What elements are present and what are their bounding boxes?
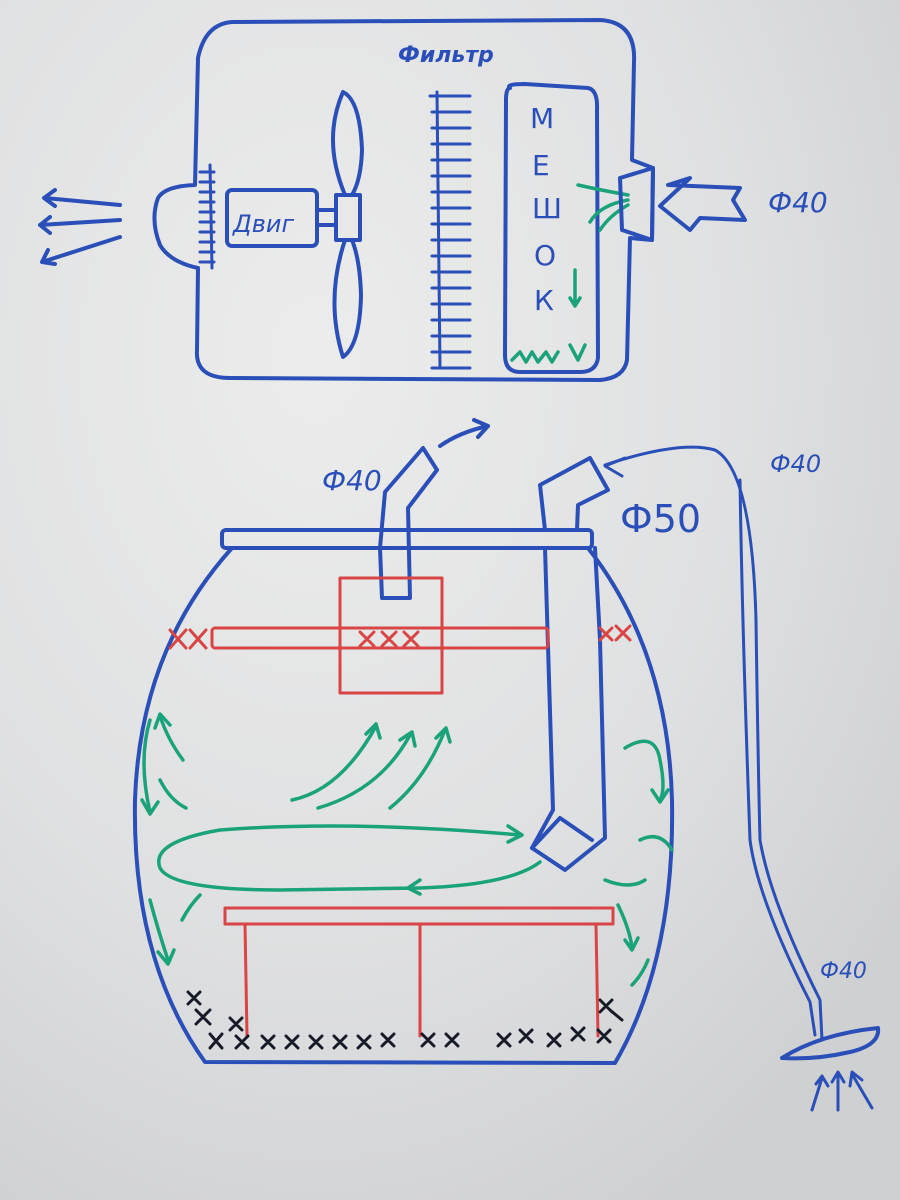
hose-diameter-label: Ф40 (770, 450, 821, 478)
exhaust-pipe (378, 446, 439, 600)
exhaust-pipe-arrow (438, 418, 490, 448)
inlet-pipe-elbow (530, 816, 594, 850)
inlet-pipe-diameter-label: Ф50 (620, 497, 701, 541)
barrel-body (132, 546, 675, 1065)
inlet-port (618, 166, 655, 242)
bag-letter-2: Е (532, 149, 550, 182)
inlet-pipe (538, 456, 610, 532)
vacuum-housing (152, 18, 655, 382)
baffle-block (338, 576, 444, 695)
baffle-rod (210, 626, 550, 650)
airflow-vortex-arrowhead (406, 824, 524, 896)
nozzle-diameter-label: Ф40 (820, 959, 867, 984)
nozzle-suction-arrows (810, 1070, 874, 1112)
cyclone-diagram: Ф40 Ф50 Ф40 Ф40 (132, 418, 881, 1112)
airflow-right-wall-arrows (603, 739, 674, 987)
exhaust-arrows (38, 188, 122, 266)
filter-label: Фильтр (398, 43, 494, 68)
dust-bag (503, 82, 600, 374)
motor-label: Двиг (232, 210, 294, 238)
inlet-diameter-label: Ф40 (768, 186, 828, 219)
airflow-vortex-loop (157, 824, 542, 892)
bag-letter-1: М (530, 102, 554, 135)
bag-letter-4: О (534, 239, 556, 272)
vacuum-unit-diagram: Двиг Фильтр М Е Ш О К Ф40 (38, 18, 828, 382)
motor-shaft (315, 208, 338, 227)
fan-hub (334, 193, 362, 242)
bag-inflow-arrows (568, 183, 630, 308)
fan-blade-upper (331, 90, 364, 197)
inlet-arrow (658, 176, 747, 232)
filter-element (428, 90, 472, 370)
bottom-shelf-legs (243, 922, 600, 1038)
exhaust-pipe-diameter-label: Ф40 (322, 464, 382, 497)
floor-nozzle (780, 1026, 881, 1061)
airflow-left-wall-arrows (140, 712, 202, 966)
exhaust-grille (198, 163, 216, 270)
suction-hose-inner (738, 478, 817, 1037)
baffle-rod-hatch-left (168, 628, 208, 650)
bag-dust-marks (510, 343, 587, 364)
airflow-updraft-arrows (290, 722, 452, 810)
baffle-rod-hatch-center (358, 630, 420, 648)
baffle-rod-hatch-right (598, 624, 632, 642)
hose-arrow (603, 456, 627, 478)
motor-box (225, 188, 319, 248)
bag-letter-3: Ш (532, 192, 562, 225)
fan-blade-lower (332, 238, 363, 359)
bag-letter-5: К (534, 284, 554, 317)
collected-debris (186, 990, 624, 1050)
suction-hose (603, 445, 824, 1042)
